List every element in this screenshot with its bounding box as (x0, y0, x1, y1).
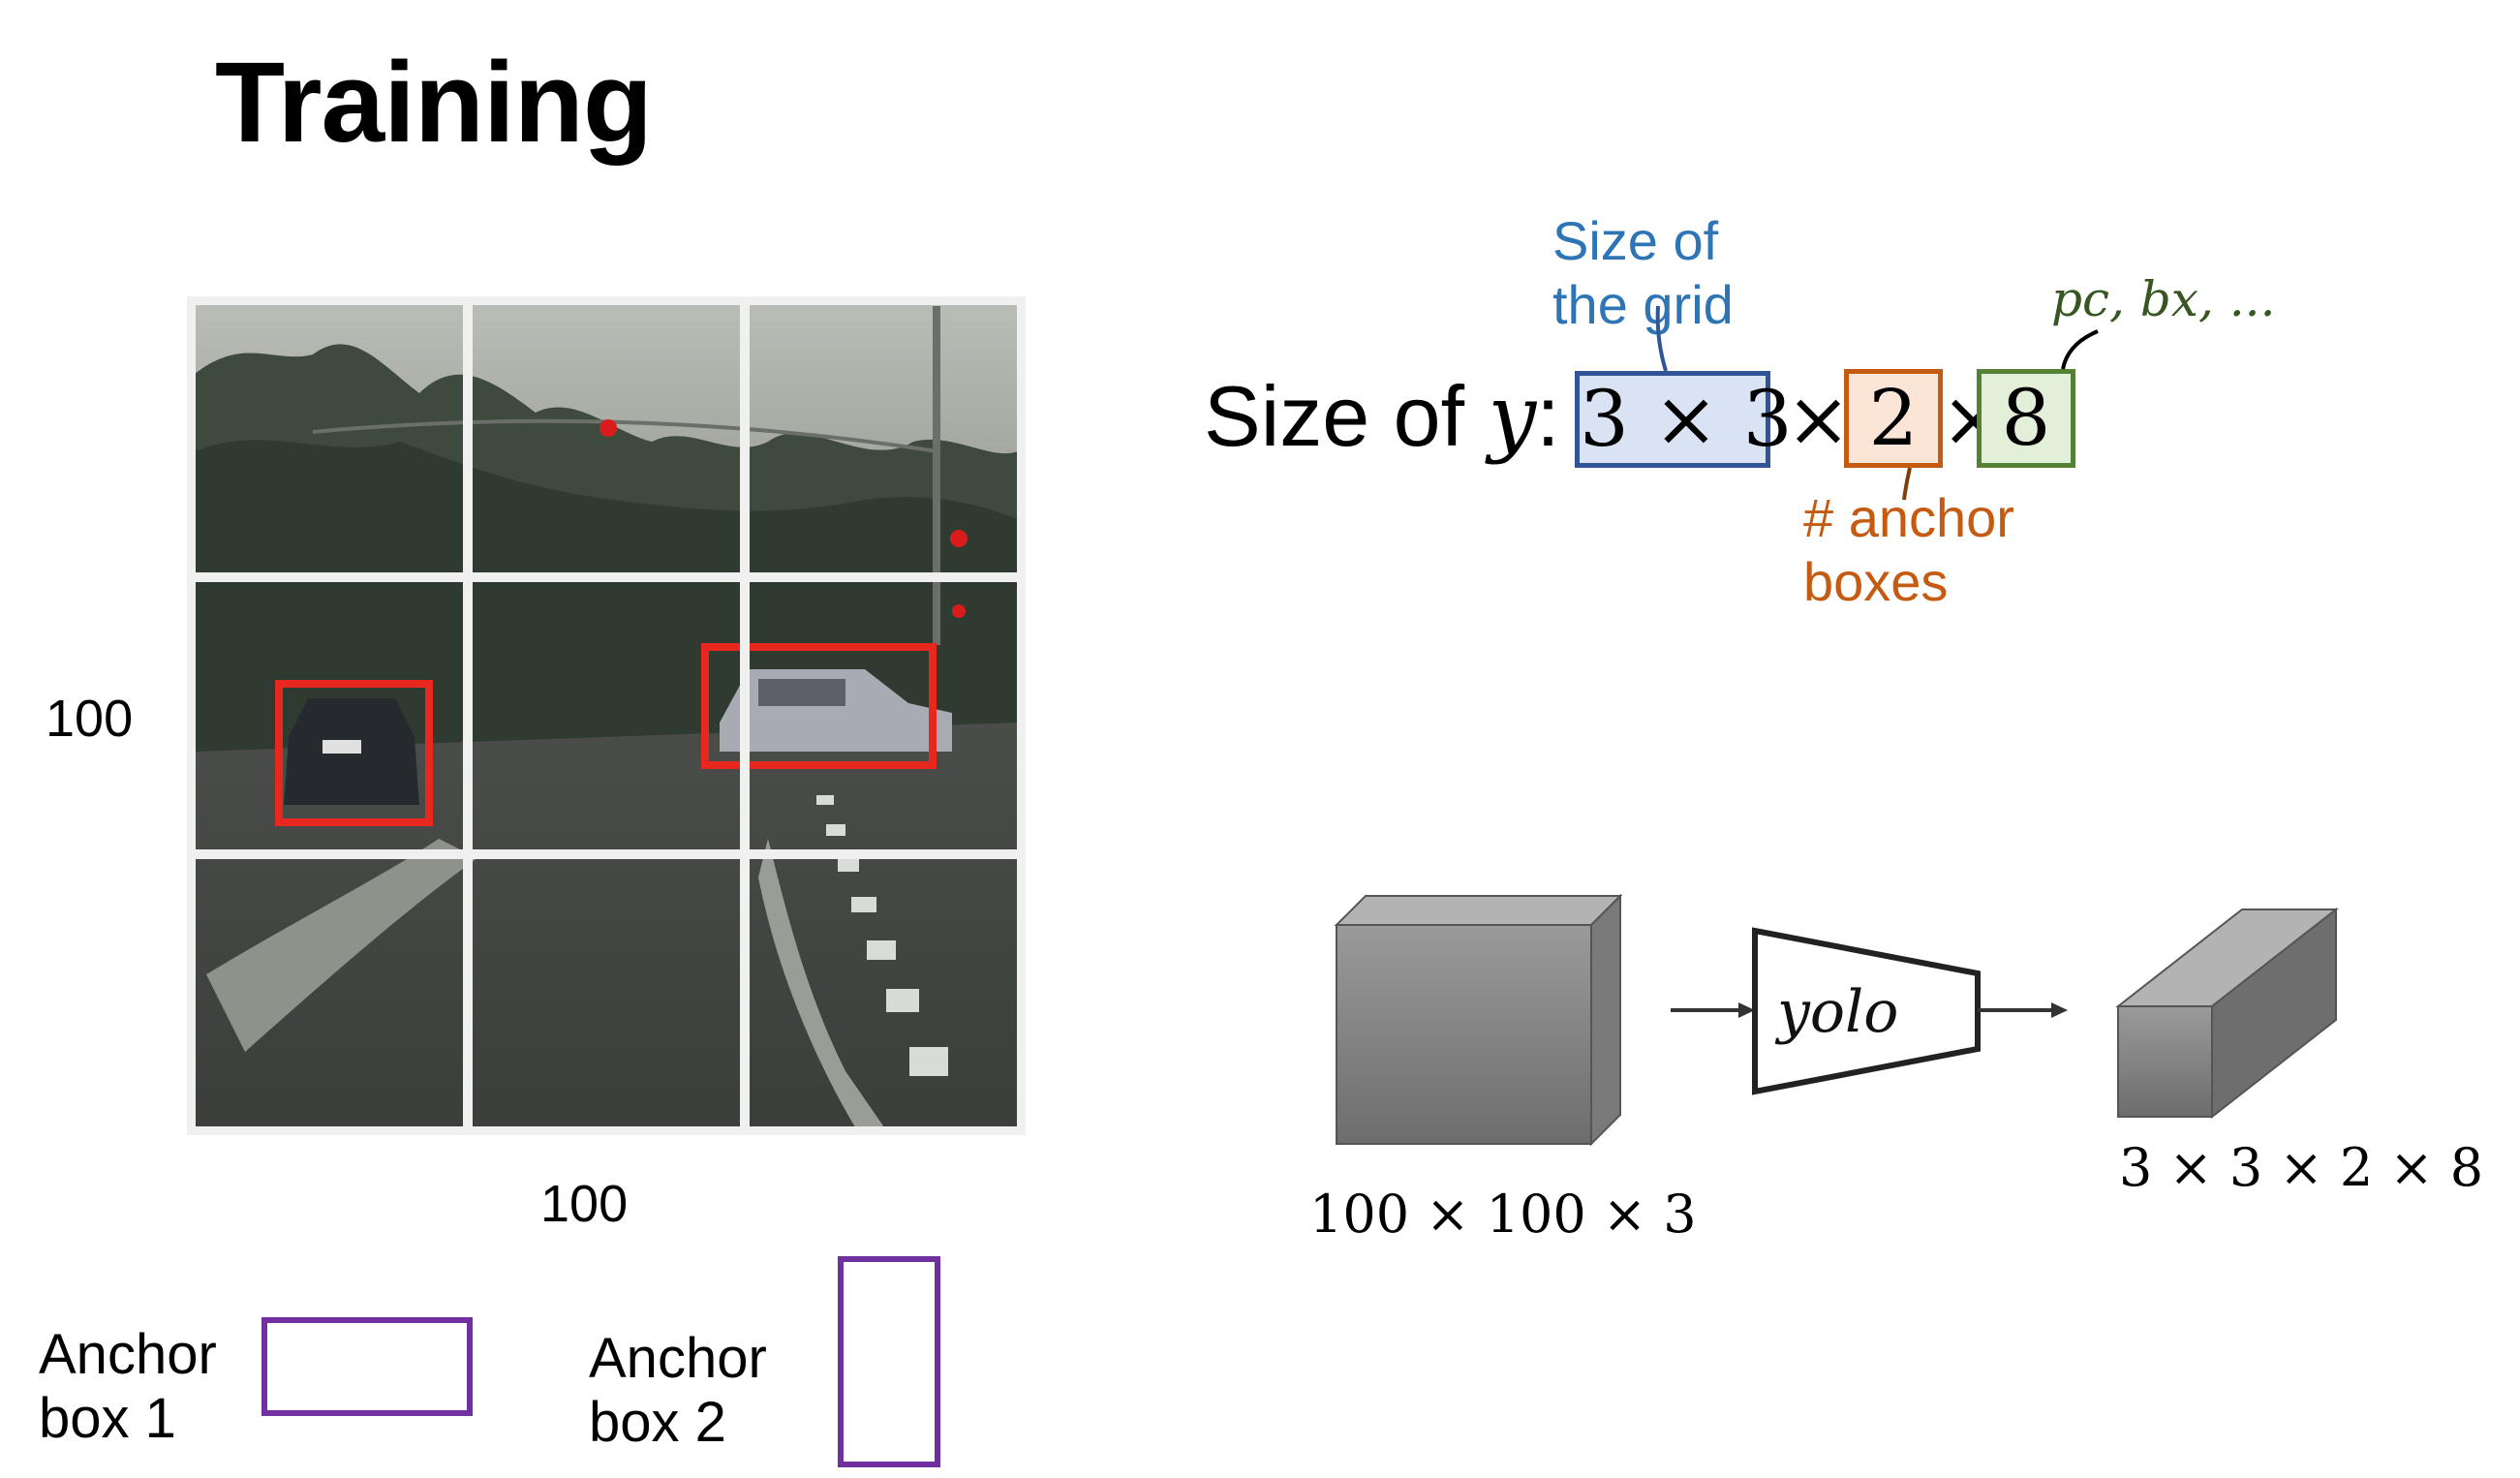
yolo-network (1752, 927, 1981, 1095)
times-sign-1: × (1786, 374, 1852, 464)
yolo-handwritten-label: yolo (1777, 978, 1899, 1046)
road-photo (184, 293, 1029, 1138)
height-label: 100 (46, 690, 134, 748)
colon: : (1536, 368, 1560, 464)
pipeline-diagram (1334, 893, 2339, 1147)
output-shape-label: 3 × 3 × 2 × 8 (2119, 1137, 2484, 1198)
right-car (720, 669, 952, 752)
anchor-box-2-shape (838, 1256, 940, 1467)
anchor-term-box: 2 (1844, 369, 1943, 468)
size-of-y-label: Size of y: (1204, 366, 1560, 466)
input-shape-label: 100 × 100 × 3 (1309, 1184, 1697, 1245)
param-note: pc, bx, ... (2051, 267, 2275, 331)
anchor-note: # anchor boxes (1803, 487, 2014, 612)
anchor-box-1-label: Anchor box 1 (39, 1323, 217, 1450)
param-term-box: 8 (1977, 369, 2075, 468)
grid-term: 3 × 3 (1580, 374, 1793, 464)
anchor-box-2-label: Anchor box 2 (589, 1327, 767, 1454)
grid-term-box: 3 × 3 (1575, 371, 1793, 468)
param-note-text: pc, bx, ... (2051, 271, 2276, 327)
road-photo-svg (184, 293, 1029, 1138)
anchor-box-1-shape (261, 1317, 473, 1416)
size-of-text: Size of (1204, 368, 1489, 464)
output-tensor (2115, 907, 2339, 1120)
slide-title: Training (215, 39, 653, 167)
anchor-term: 2 (1868, 373, 1919, 463)
param-term: 8 (2001, 373, 2051, 463)
input-cube (1334, 893, 1623, 1147)
y-variable: y (1488, 366, 1537, 466)
left-car (284, 698, 419, 805)
width-label: 100 (540, 1175, 629, 1233)
grid-note: Size of the grid (1552, 210, 1734, 335)
